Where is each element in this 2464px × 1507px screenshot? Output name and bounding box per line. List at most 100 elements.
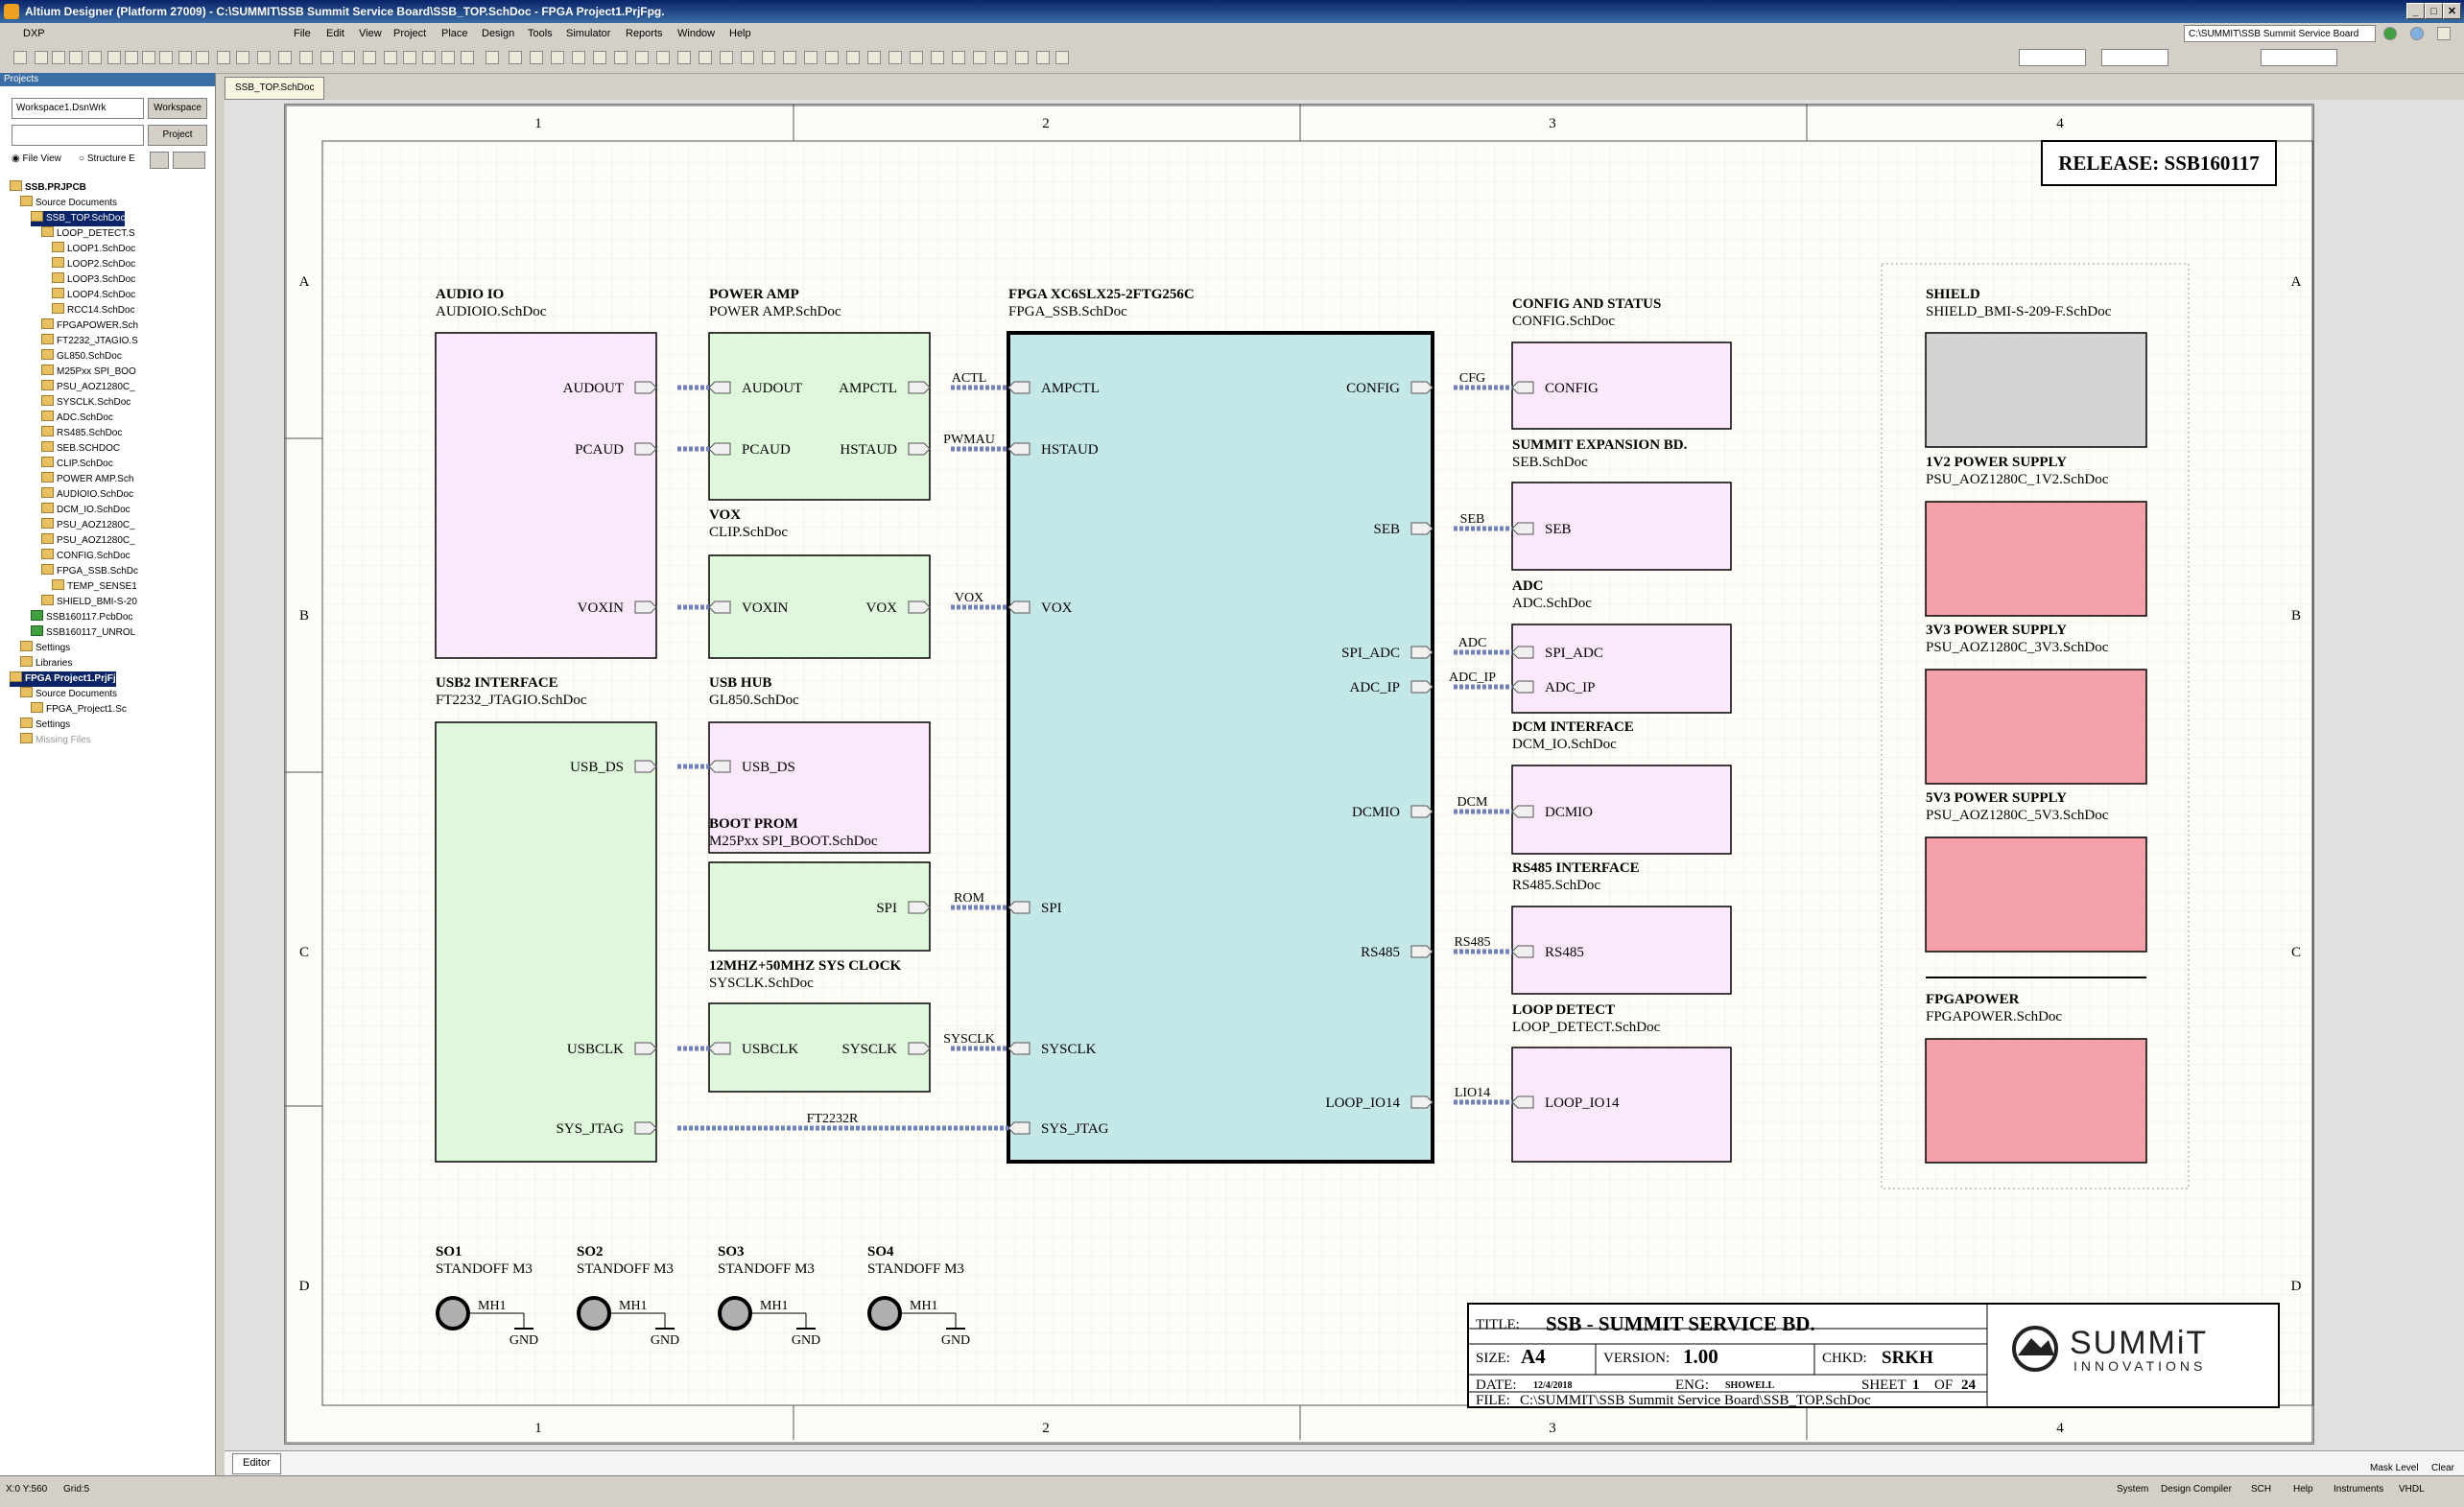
status-system[interactable]: System [2117, 1484, 2149, 1495]
toolbar-tool-icon[interactable] [441, 51, 455, 64]
toolbar-tool-icon[interactable] [720, 51, 733, 64]
toolbar-tool-icon[interactable] [35, 51, 48, 64]
toolbar-tool-icon[interactable] [931, 51, 944, 64]
toolbar-tool-icon[interactable] [125, 51, 138, 64]
toolbar-tool-icon[interactable] [217, 51, 230, 64]
toolbar-combo-2[interactable] [2101, 49, 2168, 66]
toolbar-combo-1[interactable] [2019, 49, 2086, 66]
maximize-button[interactable]: □ [2425, 3, 2443, 19]
tree-item[interactable]: Source Documents [20, 687, 117, 702]
toolbar-tool-icon[interactable] [107, 51, 121, 64]
tree-item[interactable]: SHIELD_BMI-S-20 [41, 595, 137, 610]
file-view-radio[interactable]: ◉ File View [12, 153, 61, 164]
minimize-button[interactable]: _ [2406, 3, 2425, 19]
toolbar-tool-icon[interactable] [635, 51, 649, 64]
toolbar-tool-icon[interactable] [677, 51, 691, 64]
toolbar-tool-icon[interactable] [299, 51, 313, 64]
toolbar-tool-icon[interactable] [994, 51, 1007, 64]
toolbar-tool-icon[interactable] [783, 51, 796, 64]
tree-item[interactable]: LOOP_DETECT.S [41, 226, 135, 242]
toolbar-tool-icon[interactable] [1036, 51, 1050, 64]
project-button[interactable]: Project [148, 125, 207, 146]
tree-item[interactable]: PSU_AOZ1280C_ [41, 518, 135, 533]
toolbar-tool-icon[interactable] [13, 51, 27, 64]
toolbar-tool-icon[interactable] [509, 51, 522, 64]
tree-item[interactable]: PSU_AOZ1280C_ [41, 533, 135, 549]
toolbar-tool-icon[interactable] [804, 51, 817, 64]
toolbar-tool-icon[interactable] [762, 51, 775, 64]
menu-reports[interactable]: Reports [626, 28, 663, 39]
toolbar-tool-icon[interactable] [159, 51, 173, 64]
tree-item[interactable]: SEB.SCHDOC [41, 441, 120, 457]
toolbar-tool-icon[interactable] [846, 51, 860, 64]
tree-item[interactable]: GL850.SchDoc [41, 349, 122, 365]
status-help[interactable]: Help [2293, 1484, 2313, 1495]
menu-dxp[interactable]: DXP [23, 28, 45, 39]
tree-item[interactable]: SSB160117.PcbDoc [31, 610, 132, 625]
tree-item[interactable]: Missing Files [20, 733, 91, 748]
menu-file[interactable]: File [294, 28, 311, 39]
toolbar-tool-icon[interactable] [422, 51, 436, 64]
tree-item[interactable]: ADC.SchDoc [41, 411, 113, 426]
project-combo[interactable] [12, 125, 144, 146]
mask-clear[interactable]: Clear [2431, 1463, 2454, 1473]
toolbar-tool-icon[interactable] [888, 51, 902, 64]
tree-item[interactable]: FPGA Project1.PrjFj [10, 671, 116, 687]
tree-item[interactable]: Settings [20, 718, 70, 733]
toolbar-tool-icon[interactable] [461, 51, 474, 64]
toolbar-tool-icon[interactable] [741, 51, 754, 64]
toolbar-tool-icon[interactable] [178, 51, 192, 64]
tree-item[interactable]: LOOP1.SchDoc [52, 242, 135, 257]
panel-menu-icon[interactable] [173, 152, 205, 169]
toolbar-tool-icon[interactable] [530, 51, 543, 64]
toolbar-tool-icon[interactable] [825, 51, 839, 64]
tree-item[interactable]: LOOP4.SchDoc [52, 288, 135, 303]
status-instruments[interactable]: Instruments [2334, 1484, 2384, 1495]
toolbar-tool-icon[interactable] [486, 51, 499, 64]
menu-design[interactable]: Design [482, 28, 515, 39]
tree-item[interactable]: M25Pxx SPI_BOO [41, 365, 136, 380]
toolbar-tool-icon[interactable] [142, 51, 155, 64]
toolbar-tool-icon[interactable] [867, 51, 881, 64]
tree-item[interactable]: CONFIG.SchDoc [41, 549, 130, 564]
home-icon[interactable] [2437, 27, 2451, 40]
menu-simulator[interactable]: Simulator [566, 28, 611, 39]
toolbar-tool-icon[interactable] [910, 51, 923, 64]
toolbar-tool-icon[interactable] [342, 51, 355, 64]
altium-app-icon[interactable] [4, 4, 19, 19]
tree-item[interactable]: RS485.SchDoc [41, 426, 122, 441]
toolbar-tool-icon[interactable] [52, 51, 65, 64]
toolbar-tool-icon[interactable] [363, 51, 376, 64]
toolbar-tool-icon[interactable] [973, 51, 986, 64]
tree-item[interactable]: CLIP.SchDoc [41, 457, 113, 472]
tree-item[interactable]: PSU_AOZ1280C_ [41, 380, 135, 395]
tree-item[interactable]: DCM_IO.SchDoc [41, 503, 130, 518]
tree-item[interactable]: SYSCLK.SchDoc [41, 395, 130, 411]
toolbar-tool-icon[interactable] [403, 51, 416, 64]
tree-item[interactable]: SSB.PRJPCB [10, 180, 86, 196]
tree-item[interactable]: LOOP2.SchDoc [52, 257, 135, 272]
menu-edit[interactable]: Edit [326, 28, 344, 39]
status-design-compiler[interactable]: Design Compiler [2161, 1484, 2232, 1495]
workspace-button[interactable]: Workspace [148, 98, 207, 119]
tree-item[interactable]: LOOP3.SchDoc [52, 272, 135, 288]
toolbar-tool-icon[interactable] [1055, 51, 1069, 64]
back-icon[interactable] [2383, 27, 2397, 40]
tree-item[interactable]: FPGA_SSB.SchDc [41, 564, 138, 579]
menu-place[interactable]: Place [441, 28, 468, 39]
toolbar-tool-icon[interactable] [699, 51, 712, 64]
toolbar-tool-icon[interactable] [278, 51, 292, 64]
path-combo[interactable]: C:\SUMMIT\SSB Summit Service Board [2184, 25, 2376, 42]
close-button[interactable]: ✕ [2443, 3, 2461, 19]
toolbar-tool-icon[interactable] [88, 51, 102, 64]
doc-tab-ssb-top[interactable]: SSB_TOP.SchDoc [225, 77, 325, 100]
toolbar-tool-icon[interactable] [572, 51, 585, 64]
tree-item[interactable]: RCC14.SchDoc [52, 303, 135, 318]
toolbar-tool-icon[interactable] [384, 51, 397, 64]
toolbar-tool-icon[interactable] [257, 51, 271, 64]
toolbar-tool-icon[interactable] [69, 51, 83, 64]
menu-window[interactable]: Window [677, 28, 716, 39]
tree-item[interactable]: POWER AMP.Sch [41, 472, 133, 487]
